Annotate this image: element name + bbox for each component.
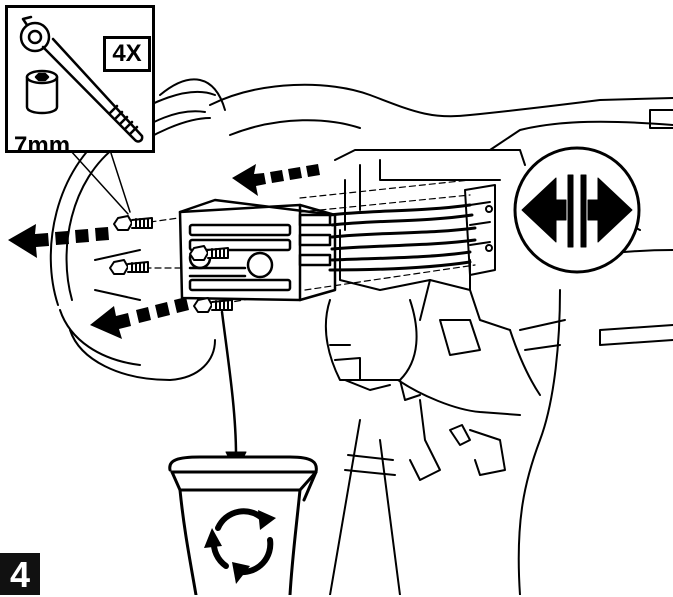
socket-icon bbox=[25, 69, 59, 115]
ratchet-icon bbox=[19, 15, 144, 143]
screws bbox=[109, 215, 233, 313]
radio-unit bbox=[178, 198, 337, 302]
separate-connectors-icon bbox=[513, 146, 641, 274]
discard-arrow bbox=[220, 310, 247, 473]
socket-size-label: 7mm bbox=[14, 132, 71, 159]
center-console bbox=[324, 229, 566, 595]
screw-icon bbox=[109, 259, 149, 275]
screw-icon bbox=[193, 297, 233, 313]
screw-icon bbox=[189, 245, 229, 261]
recycle-bin-icon bbox=[168, 455, 318, 595]
step-number-badge: 4 bbox=[0, 553, 40, 595]
callout-leader bbox=[69, 149, 129, 215]
remove-arrow-icon bbox=[8, 164, 320, 339]
mounting-bracket bbox=[464, 184, 496, 276]
tool-callout: 4X 7mm bbox=[5, 5, 155, 158]
quantity-badge: 4X bbox=[103, 36, 151, 72]
screw-icon bbox=[113, 215, 153, 231]
wiring-harness bbox=[328, 203, 477, 272]
